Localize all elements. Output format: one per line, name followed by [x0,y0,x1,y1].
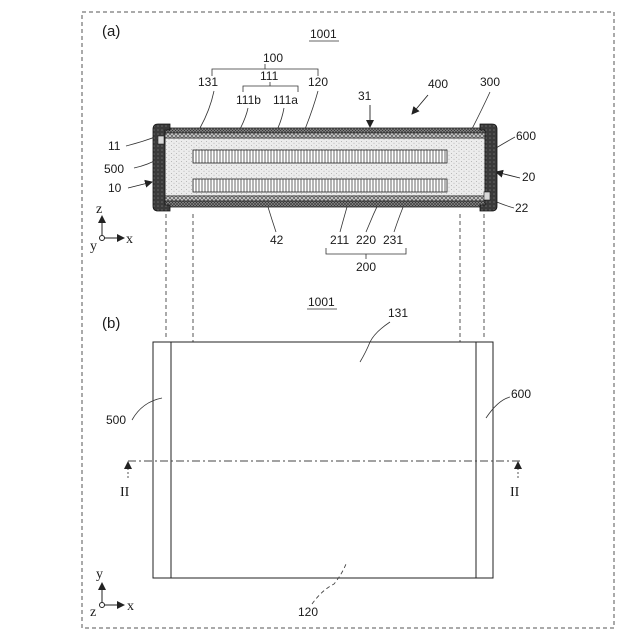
electrode-120 [193,150,447,163]
panel-a-title: 1001 [310,27,337,41]
label-400: 400 [428,77,448,91]
axis-y-label-a: y [90,239,97,254]
axis-z-label-a: z [96,202,102,217]
axis-z-label-b: z [90,605,96,620]
brace-111-label: 111 [260,69,279,83]
label-131-a: 131 [198,75,218,89]
brace-200-label: 200 [356,260,376,274]
axis-y-a-origin [100,236,105,241]
top-layer-131 [162,133,488,138]
electrode-220 [193,179,447,192]
label-10: 10 [108,181,122,195]
label-600-a: 600 [516,129,536,143]
label-220: 220 [356,233,376,247]
leader-600 [496,137,515,148]
arrow-10 [128,182,152,188]
axis-x-label-b: x [127,599,134,614]
tab-22 [484,192,490,200]
axes-a: z y x [90,202,133,254]
bottom-film-42 [160,201,490,207]
label-22: 22 [515,201,529,215]
leader-131 [200,91,214,128]
bottom-layer-231 [162,196,488,201]
label-11: 11 [108,139,121,153]
brace-200 [326,248,406,259]
axis-z-b-origin [100,603,105,608]
label-131-b: 131 [388,306,408,320]
tab-11 [158,136,164,144]
label-111b: 111b [236,93,261,107]
axes-b: y z x [90,567,134,620]
label-20: 20 [522,170,536,184]
axis-x-label-a: x [126,232,133,247]
label-231: 231 [383,233,403,247]
brace-111 [243,82,298,92]
cell-top-view [153,342,493,578]
cell-cross-section [153,124,497,211]
label-31: 31 [358,89,372,103]
label-500-a: 500 [104,162,124,176]
label-111a: 111a [273,93,298,107]
label-211: 211 [330,233,349,247]
top-film-31 [160,128,490,133]
brace-100-label: 100 [263,51,283,65]
label-120-a: 120 [308,75,328,89]
label-120-b: 120 [298,605,318,619]
panel-a-label: (a) [102,23,120,40]
section-label-left: II [120,485,130,500]
leader-42 [268,207,276,232]
axis-y-label-b: y [96,567,103,582]
label-42: 42 [270,233,284,247]
arrow-400 [412,95,428,114]
arrow-20 [496,172,520,178]
label-600-b: 600 [511,387,531,401]
panel-b-label: (b) [102,315,120,332]
panel-b: (b) 1001 II II 131 500 600 120 y z x [90,295,531,620]
label-500-b: 500 [106,413,126,427]
label-300: 300 [480,75,500,89]
panel-a: (a) 1001 100 111 131 111b 111a 120 31 40… [90,23,536,274]
panel-b-title: 1001 [308,295,335,309]
section-label-right: II [510,485,520,500]
